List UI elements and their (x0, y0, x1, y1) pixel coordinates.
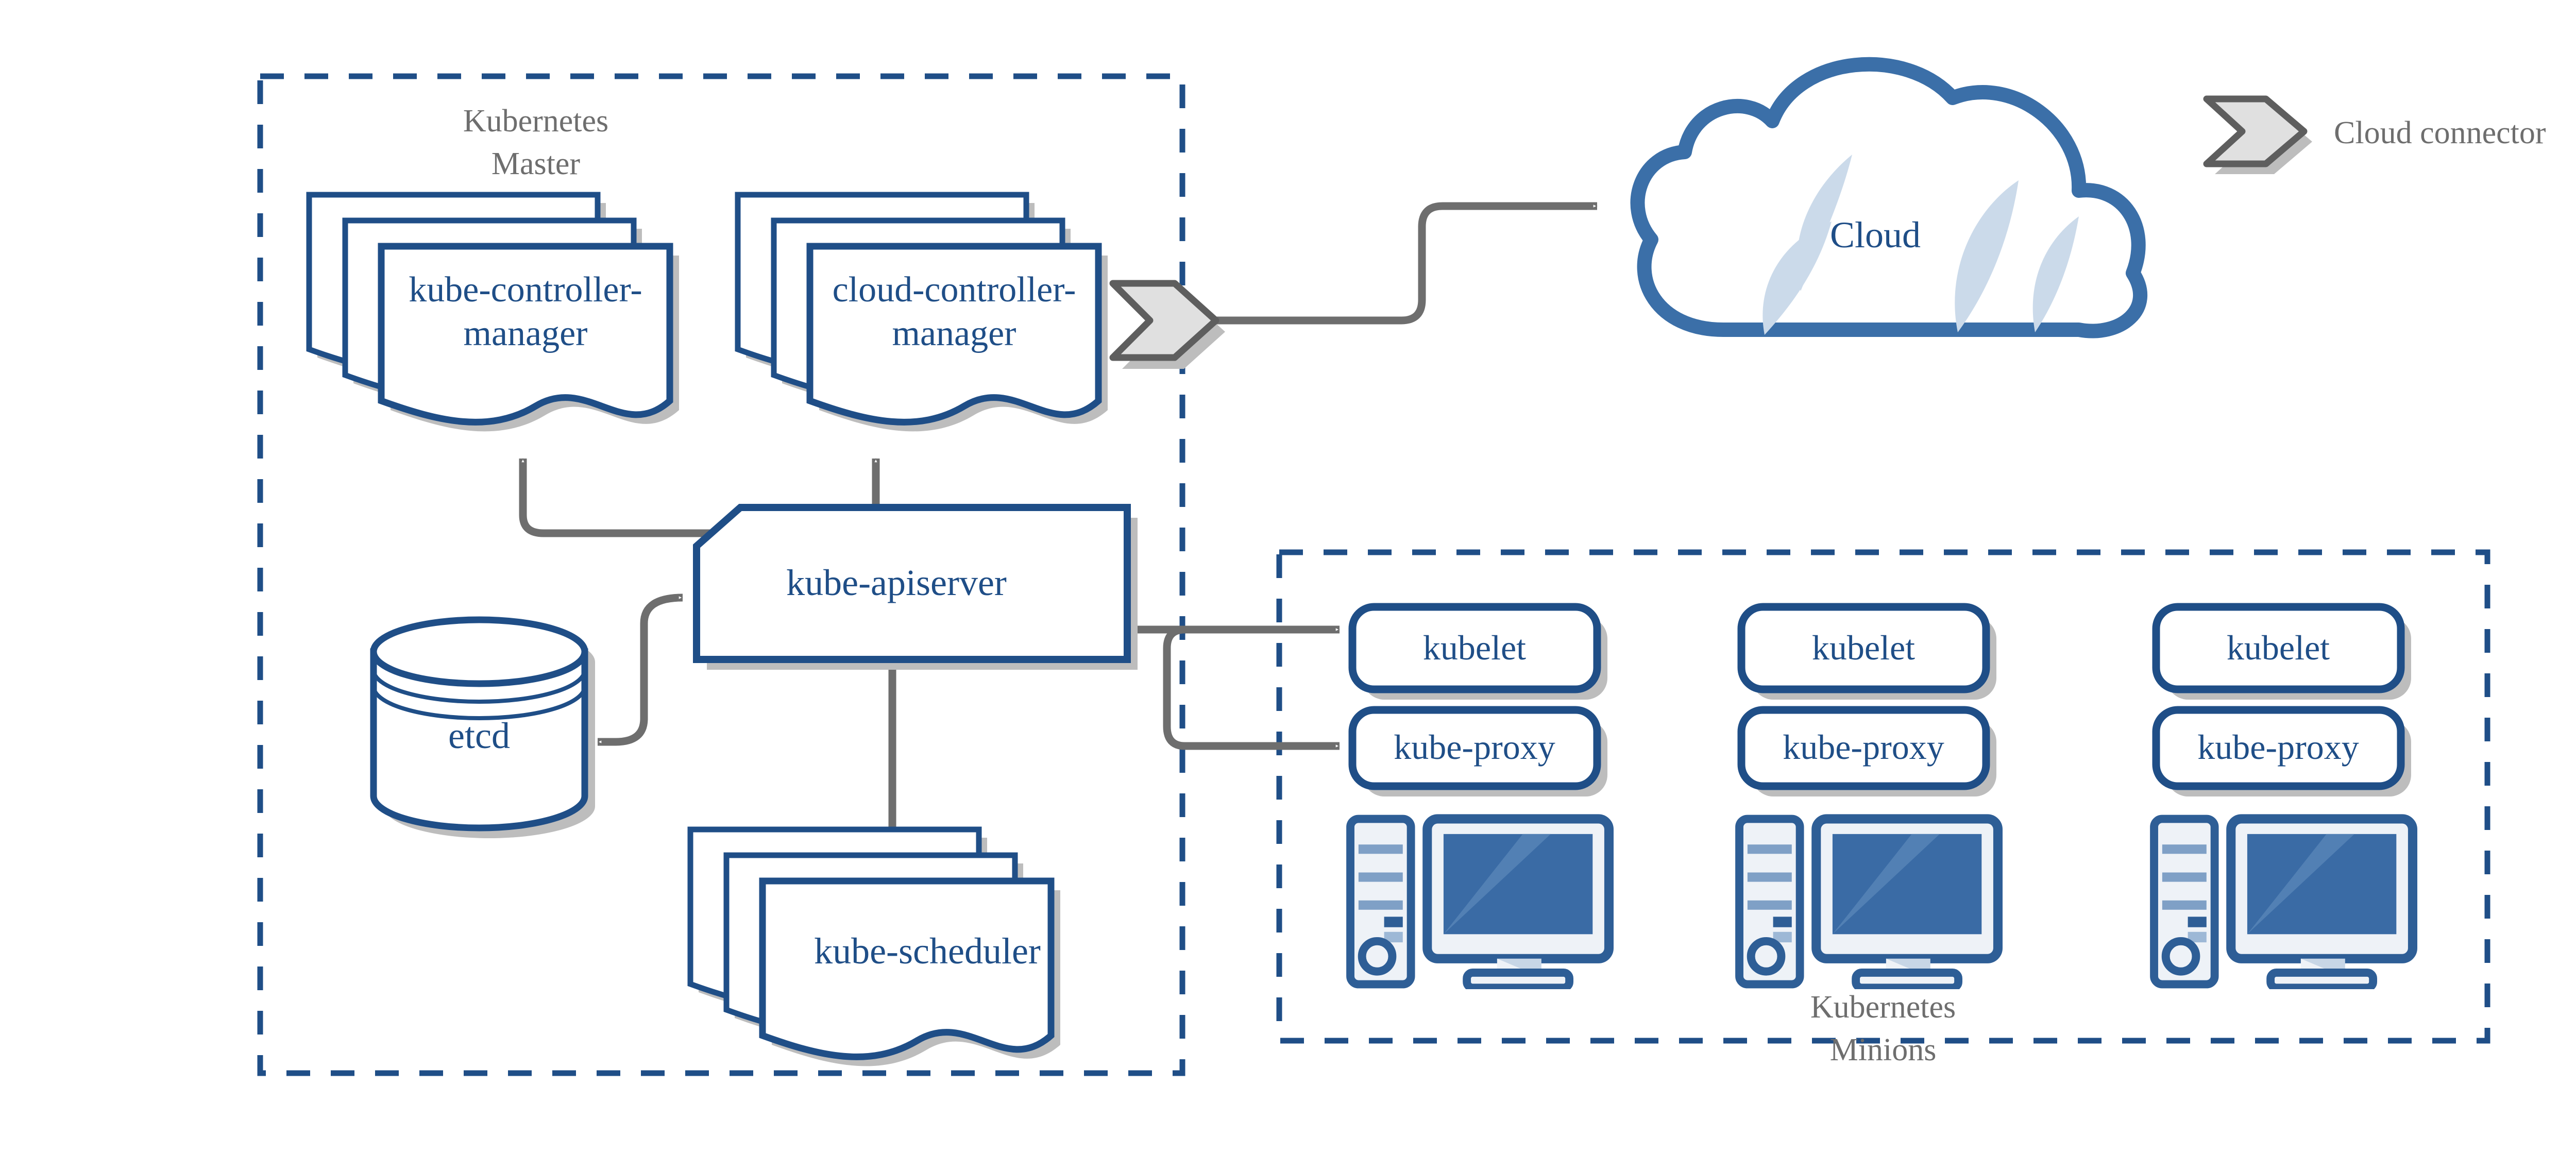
legend-label: Cloud connector (2334, 115, 2546, 150)
ccm-label-line1: cloud-controller- (833, 270, 1076, 310)
scheduler-label: kube-scheduler (814, 930, 1041, 972)
kcm-label-line2: manager (464, 314, 588, 353)
etcd-label: etcd (448, 715, 510, 756)
kubeproxy-label: kube-proxy (1783, 727, 1944, 767)
cloud-connector-icon-on-ccm[interactable] (1109, 280, 1225, 369)
connector-apiserver-to-kcm (519, 458, 809, 537)
connector-apiserver-etcd (597, 594, 683, 746)
kubernetes-minions-group (1276, 549, 2490, 1044)
kubeproxy-box[interactable] (1348, 706, 1601, 790)
minions-label-line2: Minions (1830, 1032, 1937, 1067)
cloud-connector-icon (2203, 95, 2308, 167)
connector-chevron (1109, 280, 1219, 361)
ccm-label-line2: manager (892, 314, 1016, 353)
kubelet-label: kubelet (1812, 628, 1915, 667)
node-kube-controller-manager[interactable]: kube-controller- manager (309, 195, 679, 432)
minions-dashed-border (1276, 549, 2490, 1044)
legend: Cloud connector (2203, 95, 2546, 174)
kubeproxy-label: kube-proxy (1394, 727, 1555, 767)
apiserver-shape (693, 504, 1131, 663)
kubelet-label: kubelet (1423, 628, 1526, 667)
apiserver-label: kube-apiserver (786, 562, 1007, 603)
node-etcd[interactable]: etcd (370, 616, 595, 838)
node-cloud[interactable]: Cloud (1630, 57, 2147, 338)
kubeproxy-label: kube-proxy (2197, 727, 2359, 767)
minion-node-1[interactable]: kubelet kube-proxy (1348, 603, 1609, 988)
computer-icon (1350, 819, 1609, 988)
kubernetes-master-group: Kubernetes Master (257, 73, 1185, 1076)
cloud-shade-4 (2032, 216, 2079, 332)
kubelet-label: kubelet (2227, 628, 2330, 667)
kubeproxy-box[interactable] (2152, 706, 2405, 790)
master-label-line1: Kubernetes (463, 104, 608, 139)
node-kube-apiserver[interactable]: kube-apiserver (693, 504, 1138, 670)
etcd-ridge-2 (371, 686, 587, 720)
kubelet-box[interactable] (2152, 603, 2405, 693)
etcd-ridge-1 (371, 669, 587, 704)
cloud-outline (1630, 57, 2147, 338)
kubelet-box[interactable] (1737, 603, 1990, 693)
node-kube-scheduler[interactable]: kube-scheduler (690, 829, 1060, 1066)
master-dashed-border (257, 73, 1185, 1076)
computer-icon (1739, 819, 1998, 988)
cloud-shade-2 (1762, 222, 1832, 335)
minions-label: Kubernetes Minions (1810, 990, 1956, 1067)
master-label-line2: Master (492, 146, 581, 181)
etcd-top-ellipse (370, 616, 588, 687)
kubelet-box[interactable] (1348, 603, 1601, 693)
kubeproxy-box[interactable] (1737, 706, 1990, 790)
cloud-label: Cloud (1830, 214, 1921, 256)
minion-node-3[interactable]: kubelet kube-proxy (2152, 603, 2413, 988)
minion-node-2[interactable]: kubelet kube-proxy (1737, 603, 1998, 988)
kcm-label-line1: kube-controller- (409, 270, 642, 310)
node-cloud-controller-manager[interactable]: cloud-controller- manager (738, 195, 1108, 432)
computer-icon (2154, 819, 2413, 988)
minions-label-line1: Kubernetes (1810, 990, 1956, 1025)
cloud-shade-3 (1955, 180, 2019, 332)
connector-ccm-to-cloud (1208, 202, 1598, 325)
